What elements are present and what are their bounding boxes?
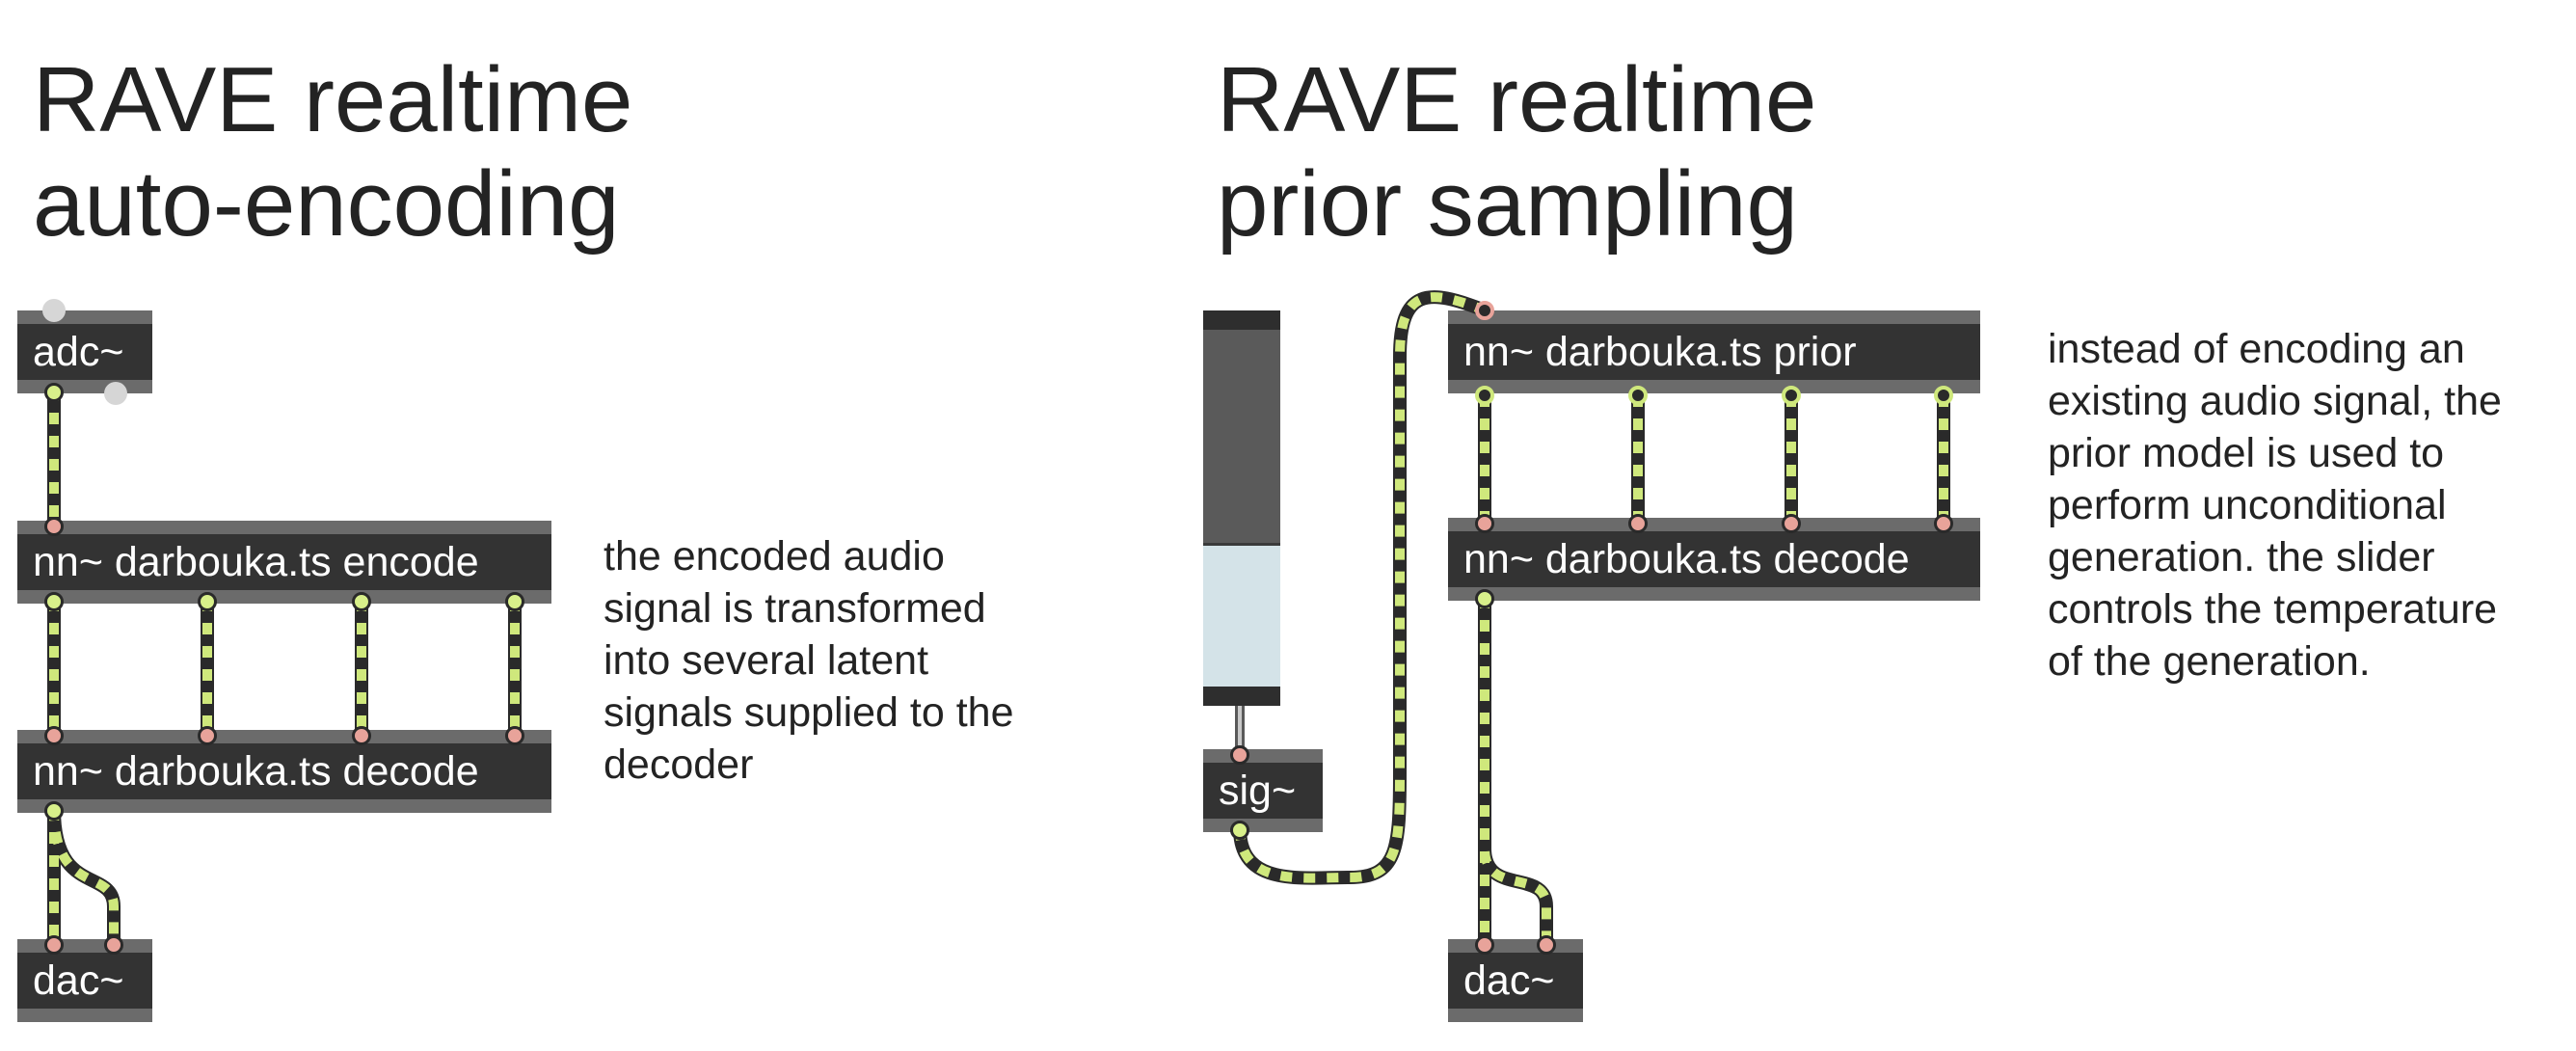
right-comment-line: controls the temperature	[2048, 586, 2498, 633]
inlet-port[interactable]	[1628, 514, 1648, 533]
left-comment-line: into several latent	[604, 637, 929, 684]
right-comment: instead of encoding an existing audio si…	[2048, 323, 2502, 687]
outlet-port[interactable]	[44, 383, 64, 402]
outlet-port[interactable]	[44, 801, 64, 821]
right-comment-line: perform unconditional	[2048, 482, 2447, 528]
inlet-port[interactable]	[1537, 935, 1556, 955]
selection-handle	[42, 299, 66, 322]
right-title-line1: RAVE realtime	[1217, 48, 1817, 151]
inlet-port[interactable]	[1475, 514, 1494, 533]
selection-handle	[104, 382, 127, 405]
sig-object[interactable]: sig~	[1203, 749, 1323, 832]
inlet-port[interactable]	[1475, 935, 1494, 955]
left-comment: the encoded audio signal is transformed …	[604, 530, 1014, 791]
outlet-port[interactable]	[1782, 386, 1801, 405]
left-title-line1: RAVE realtime	[33, 48, 633, 151]
right-comment-line: generation. the slider	[2048, 534, 2435, 580]
inlet-port[interactable]	[44, 517, 64, 536]
inlet-port[interactable]	[1475, 301, 1494, 320]
slider-fill	[1203, 544, 1280, 687]
inlet-port[interactable]	[44, 935, 64, 955]
outlet-port[interactable]	[44, 592, 64, 611]
dac-object-right[interactable]: dac~	[1448, 939, 1583, 1022]
cord-decode-dac-right[interactable]	[1478, 597, 1553, 943]
slider-knob[interactable]	[1203, 543, 1280, 546]
right-comment-line: instead of encoding an	[2048, 326, 2465, 372]
right-comment-line: existing audio signal, the	[2048, 378, 2502, 424]
right-title-line2: prior sampling	[1217, 152, 1798, 256]
inlet-port[interactable]	[1230, 745, 1249, 765]
left-comment-line: the encoded audio	[604, 533, 945, 579]
inlet-port[interactable]	[104, 935, 123, 955]
decode-object-right[interactable]: nn~ darbouka.ts decode	[1448, 518, 1980, 601]
inlet-port[interactable]	[44, 726, 64, 745]
outlet-port[interactable]	[1934, 386, 1953, 405]
left-comment-line: decoder	[604, 741, 754, 788]
outlet-port[interactable]	[1475, 589, 1494, 608]
inlet-port[interactable]	[1934, 514, 1953, 533]
cord-decode-dac-left[interactable]	[47, 808, 121, 943]
cord-prior-decode[interactable]	[1478, 395, 1950, 521]
right-comment-line: prior model is used to	[2048, 430, 2445, 476]
dac-object-left[interactable]: dac~	[17, 939, 152, 1022]
left-title-line2: auto-encoding	[33, 152, 620, 256]
outlet-port[interactable]	[1230, 821, 1249, 840]
outlet-port[interactable]	[198, 592, 217, 611]
adc-object[interactable]: adc~	[17, 310, 152, 393]
outlet-port[interactable]	[505, 592, 524, 611]
prior-object[interactable]: nn~ darbouka.ts prior	[1448, 310, 1980, 393]
inlet-port[interactable]	[505, 726, 524, 745]
outlet-port[interactable]	[1628, 386, 1648, 405]
temperature-slider[interactable]	[1203, 310, 1280, 706]
inlet-port[interactable]	[198, 726, 217, 745]
outlet-port[interactable]	[352, 592, 371, 611]
cord-encode-decode[interactable]	[47, 600, 522, 733]
left-comment-line: signal is transformed	[604, 585, 986, 632]
right-comment-line: of the generation.	[2048, 638, 2371, 685]
inlet-port[interactable]	[1782, 514, 1801, 533]
inlet-port[interactable]	[352, 726, 371, 745]
left-comment-line: signals supplied to the	[604, 689, 1014, 736]
decode-object-left[interactable]: nn~ darbouka.ts decode	[17, 730, 551, 813]
outlet-port[interactable]	[1475, 386, 1494, 405]
encode-object[interactable]: nn~ darbouka.ts encode	[17, 521, 551, 604]
